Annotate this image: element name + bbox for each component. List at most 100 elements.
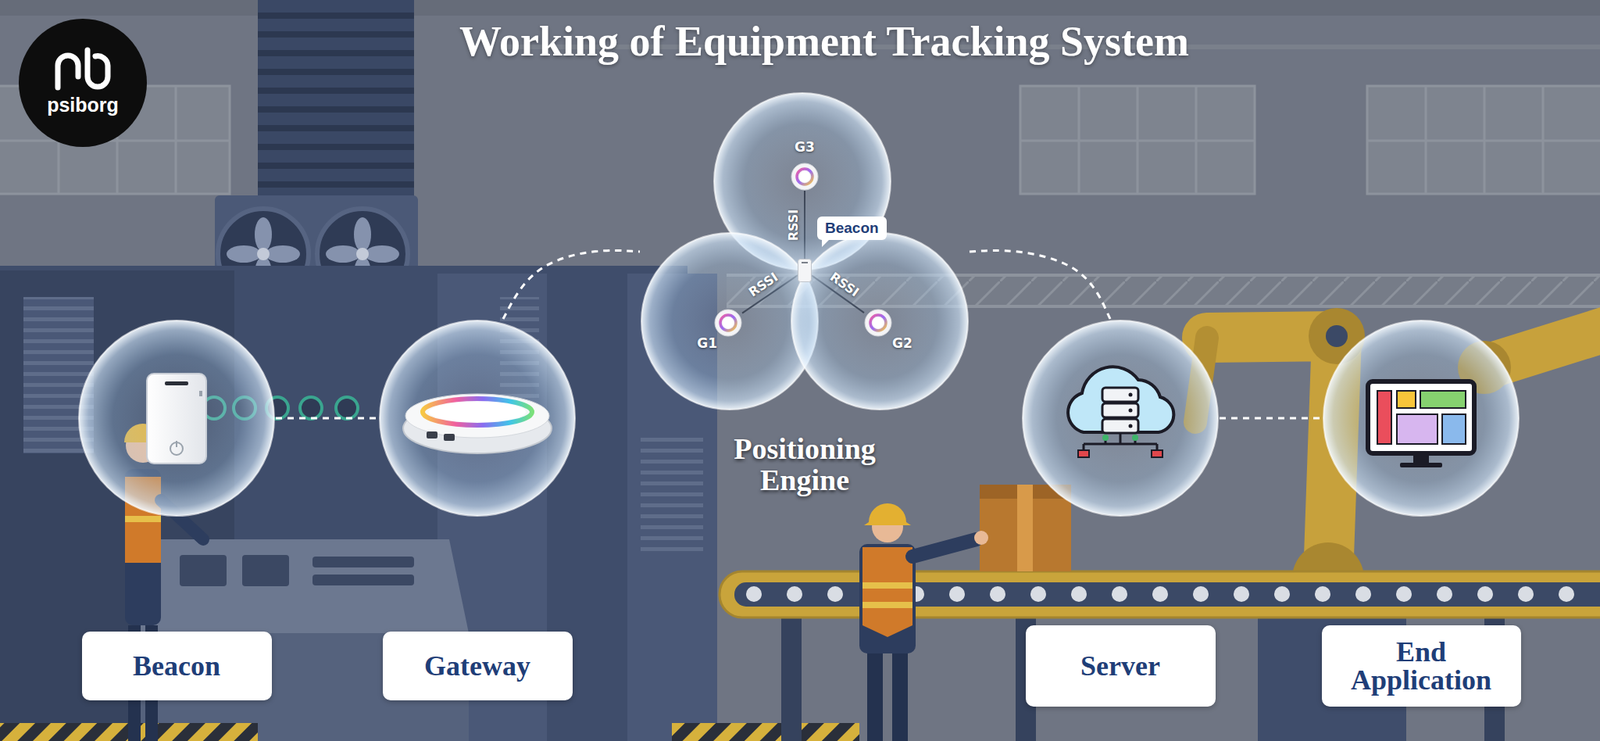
illustration-circle: [714, 309, 742, 336]
illustration-rect: [867, 648, 883, 741]
callout: Beacon: [817, 216, 887, 240]
illustration-circle: [1030, 585, 1047, 602]
illustration-circle: [1132, 434, 1139, 441]
node-text: G3: [782, 139, 827, 155]
illustration-rect: [164, 381, 189, 386]
illustration-circle: [1323, 320, 1519, 516]
illustration-ellipse: [353, 217, 372, 252]
illustration-circle: [1233, 585, 1250, 602]
anchor-icon: [714, 308, 743, 337]
illustration-rect: [0, 0, 1600, 16]
anchor-label: G2: [892, 335, 924, 351]
edge-label: RSSI: [785, 208, 801, 241]
illustration-path: [864, 503, 911, 525]
illustration-circle: [379, 320, 575, 516]
illustration-circle: [1128, 408, 1133, 413]
illustration-ellipse: [428, 401, 526, 422]
illustration-path: [912, 539, 977, 557]
machinery: [0, 0, 860, 741]
illustration-ellipse: [364, 245, 400, 263]
illustration-rect: [1017, 484, 1033, 572]
bubble-shape: [77, 318, 276, 518]
illustration-circle: [1558, 585, 1575, 602]
illustration-circle: [796, 168, 813, 185]
dashed-link: [503, 250, 640, 319]
illustration-rect: [640, 437, 704, 555]
component-bubble: Gateway: [378, 318, 577, 700]
illustration-circle: [870, 314, 886, 331]
illustration-g: [179, 554, 415, 586]
illustration-ellipse: [325, 245, 361, 263]
anchor-icon: [864, 308, 893, 337]
illustration-circle: [1436, 585, 1453, 602]
illustration-rect: [1400, 462, 1443, 468]
component-bubble: Server: [1021, 318, 1220, 707]
illustration-rect: [1102, 387, 1139, 402]
node-text: Gateway: [424, 651, 531, 680]
illustration-path: [57, 55, 79, 88]
illustration-rect: [146, 373, 207, 464]
component-bubble: End Application: [1321, 318, 1521, 707]
diagram-title: Working of Equipment Tracking System: [355, 17, 1293, 66]
illustration-circle: [335, 396, 358, 419]
ceiling: [0, 0, 1600, 307]
bubble-shape: [1021, 318, 1220, 518]
label-box: Server: [1025, 625, 1216, 707]
node-text: Server: [1080, 651, 1161, 680]
illustration-circle: [799, 171, 811, 183]
illustration-ellipse: [422, 398, 533, 425]
beacon-device: [797, 258, 812, 283]
anchor-label: G1: [685, 335, 718, 351]
anchor-label: G3: [782, 139, 827, 155]
illustration-circle: [974, 530, 989, 545]
illustration-circle: [786, 585, 803, 602]
illustration-circle: [791, 163, 818, 190]
illustration-circle: [872, 317, 884, 329]
node-text: Beacon: [817, 216, 887, 240]
illustration-ellipse: [405, 393, 550, 438]
title-area: Working of Equipment Tracking System: [355, 17, 1293, 66]
illustration-rect: [801, 261, 808, 264]
illustration-circle: [1022, 320, 1218, 516]
dashed-link: [969, 250, 1111, 319]
edge-label-area: RSSI: [785, 208, 801, 241]
illustration-rect: [312, 556, 415, 568]
gateway-anchor: G1: [714, 308, 743, 337]
illustration-circle: [1325, 325, 1348, 347]
illustration-circle: [720, 314, 736, 331]
illustration-circle: [1355, 585, 1372, 602]
dashed-link: [275, 417, 379, 420]
illustration-circle: [1517, 585, 1534, 602]
label-box: End Application: [1321, 625, 1522, 707]
label-area: psiborg: [20, 93, 146, 117]
illustration-ellipse: [226, 245, 261, 263]
engine-caption: Positioning Engine: [639, 433, 970, 497]
illustration-polygon: [132, 539, 469, 633]
illustration-rect: [1413, 453, 1429, 463]
anchor-icon: [790, 162, 819, 191]
illustration-rect: [443, 433, 455, 441]
illustration-ellipse: [254, 217, 272, 252]
illustration-circle: [1071, 585, 1087, 602]
illustration-rect: [1151, 450, 1163, 458]
positioning-engine: Positioning EngineG3BeaconG1G2: [639, 91, 970, 506]
beacon-tag: Beacon: [797, 258, 812, 283]
illustration-rect: [892, 648, 908, 741]
gateway-anchor: G3: [790, 162, 819, 191]
illustration-circle: [989, 585, 1006, 602]
node-text: End Application: [1337, 637, 1506, 694]
illustration-rect: [125, 515, 161, 522]
illustration-rect: [979, 484, 1072, 572]
illustration-circle: [722, 317, 734, 329]
illustration-rect: [1367, 381, 1475, 454]
illustration-circle: [746, 585, 762, 602]
illustration-path: [87, 50, 108, 87]
dashed-link: [1219, 417, 1322, 420]
illustration-circle: [1111, 585, 1128, 602]
illustration-circle: [1128, 424, 1133, 429]
label-box: Gateway: [382, 631, 573, 700]
illustration-rect: [798, 259, 812, 283]
illustration-circle: [1128, 392, 1133, 397]
node-text: Beacon: [132, 651, 221, 680]
